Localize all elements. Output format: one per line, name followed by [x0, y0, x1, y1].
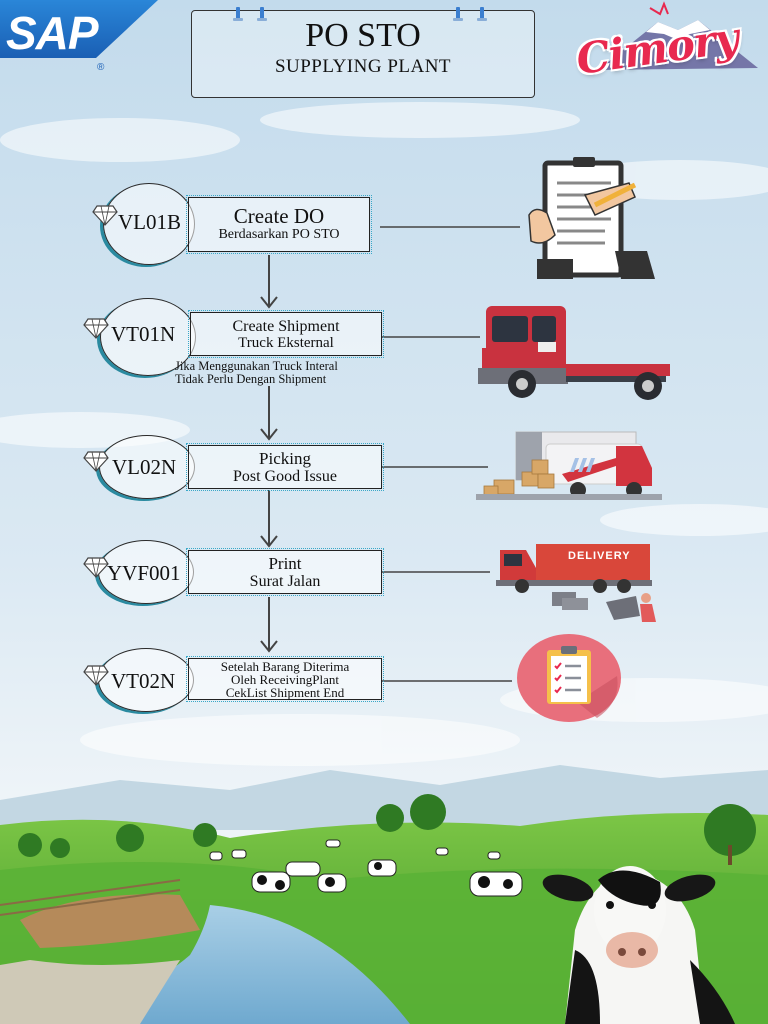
step-title: Create Shipment — [232, 318, 340, 335]
step-subtitle: Post Good Issue — [232, 468, 337, 485]
truck-icon — [478, 306, 670, 400]
step-code: VL02N — [112, 455, 177, 479]
sap-logo: SAP ® — [0, 0, 158, 74]
loading-truck-icon — [476, 431, 662, 500]
step-node-vl01b — [103, 183, 195, 265]
flow-arrows — [260, 255, 278, 653]
step-node-yvf001 — [98, 540, 194, 604]
step-subtitle: Surat Jalan — [249, 573, 321, 590]
illustration-connectors — [380, 226, 520, 682]
cimory-logo: Cimory — [568, 0, 768, 108]
step-box-create-do: Create DO Berdasarkan PO STO — [186, 195, 372, 254]
step-line: Oleh ReceivingPlant — [231, 672, 339, 687]
page-title: PO STO — [305, 17, 421, 54]
clipboard-hand-icon — [528, 157, 655, 279]
step-title: Create DO — [233, 204, 325, 228]
step-node-vt01n — [100, 298, 196, 376]
step-subtitle: Truck Eksternal — [238, 335, 334, 351]
step-subtitle: Berdasarkan PO STO — [218, 227, 340, 242]
sap-registered-mark: ® — [97, 62, 105, 73]
pin-icon — [477, 7, 487, 21]
diamond-icon — [83, 665, 109, 686]
sap-logo-text: SAP — [6, 7, 99, 59]
step-box-print: Print Surat Jalan — [186, 548, 384, 596]
step-line: Setelah Barang Diterima — [220, 659, 350, 674]
step-code: VL01B — [118, 210, 181, 234]
step-box-create-shipment: Create Shipment Truck Eksternal — [188, 310, 384, 358]
diamond-icon — [83, 318, 109, 339]
step-title: Print — [268, 554, 302, 573]
trees — [18, 794, 756, 858]
step-code: VT01N — [111, 322, 176, 346]
step-node-vl02n — [99, 435, 195, 499]
step-code: VT02N — [111, 669, 176, 693]
step-box-shipment-end: Setelah Barang Diterima Oleh ReceivingPl… — [186, 656, 384, 702]
title-board: PO STO SUPPLYING PLANT — [191, 7, 535, 98]
diamond-icon — [83, 557, 109, 578]
step-box-picking: Picking Post Good Issue — [186, 443, 384, 491]
diamond-icon — [92, 205, 118, 226]
delivery-truck-icon: DELIVERY — [496, 540, 662, 626]
cow-illustration — [542, 866, 735, 1024]
step-code: YVF001 — [107, 561, 181, 585]
delivery-badge: DELIVERY — [568, 550, 631, 562]
diamond-icon — [83, 451, 109, 472]
checklist-icon — [517, 634, 621, 722]
step-note: Jika Menggunakan Truck Interal — [175, 359, 338, 373]
cows — [209, 839, 523, 897]
pin-icon — [233, 7, 243, 21]
page-subtitle: SUPPLYING PLANT — [274, 56, 452, 77]
step-note: Tidak Perlu Dengan Shipment — [175, 372, 327, 386]
pin-icon — [257, 7, 267, 21]
pin-icon — [453, 7, 463, 21]
step-line: CekList Shipment End — [225, 685, 345, 700]
step-title: Picking — [259, 449, 311, 468]
